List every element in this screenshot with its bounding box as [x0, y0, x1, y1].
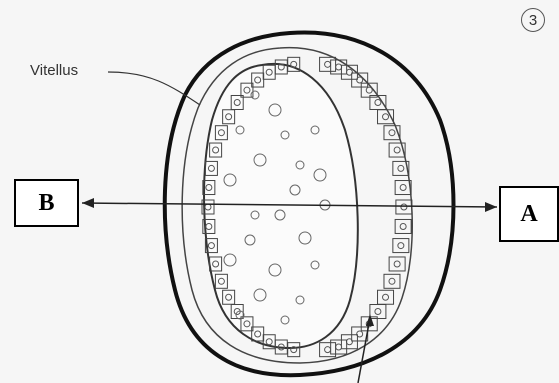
follicle-cell: [395, 181, 411, 195]
vitellus-leader-line: [108, 72, 200, 105]
pointer-line: [358, 318, 370, 383]
vitellus-label: Vitellus: [30, 62, 78, 79]
cell-nucleus: [398, 243, 404, 249]
cell-nucleus: [400, 223, 406, 229]
cell-nucleus: [336, 344, 342, 350]
cell-nucleus: [375, 99, 381, 105]
arrow-left: [82, 198, 94, 208]
follicle-cell: [331, 340, 347, 354]
cell-nucleus: [394, 261, 400, 267]
follicle-cell: [320, 57, 336, 71]
cell-nucleus: [389, 278, 395, 284]
label-box-a: A: [499, 186, 559, 242]
follicle-cell: [389, 257, 405, 271]
cell-nucleus: [383, 294, 389, 300]
pointer-arrow: [366, 314, 374, 326]
follicle-cell: [378, 290, 394, 304]
cell-nucleus: [336, 64, 342, 70]
follicle-cell: [396, 200, 412, 214]
follicle-cell: [384, 274, 400, 288]
cell-nucleus: [401, 204, 407, 210]
follicle-cell: [393, 239, 409, 253]
follicle-cell: [395, 219, 411, 233]
cell-nucleus: [389, 130, 395, 136]
follicle-cell: [320, 343, 336, 357]
cell-nucleus: [394, 147, 400, 153]
cell-nucleus: [375, 309, 381, 315]
cell-nucleus: [383, 114, 389, 120]
figure-number: 3: [521, 8, 545, 32]
cell-nucleus: [325, 347, 331, 353]
cell-nucleus: [346, 339, 352, 345]
arrow-right: [485, 202, 497, 212]
label-box-b: B: [14, 179, 79, 227]
follicle-cell: [341, 335, 357, 349]
cell-nucleus: [366, 87, 372, 93]
cell-nucleus: [325, 61, 331, 67]
follicle-cell: [331, 60, 347, 74]
follicle-cell: [352, 327, 368, 341]
cell-nucleus: [357, 77, 363, 83]
cell-nucleus: [400, 185, 406, 191]
cell-nucleus: [398, 165, 404, 171]
